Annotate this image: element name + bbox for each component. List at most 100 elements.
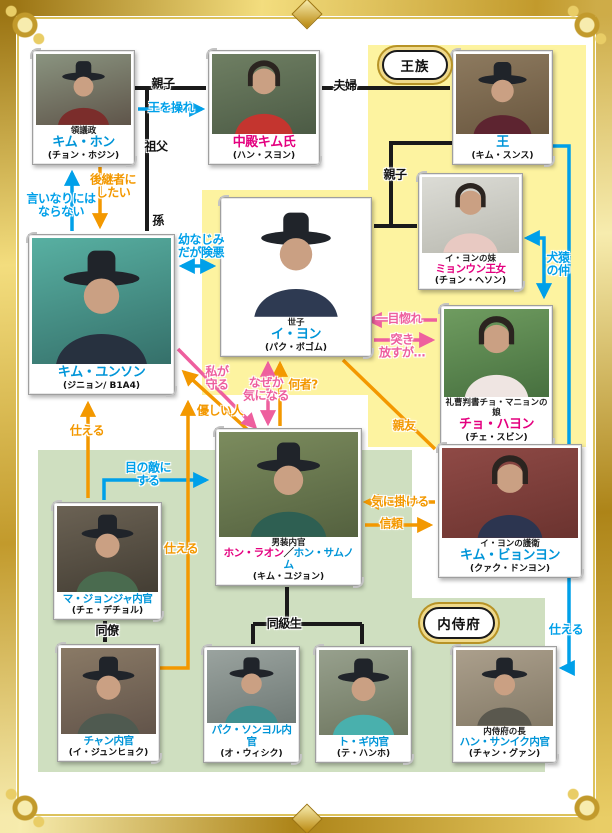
person-actor: (テ・ハンホ)	[336, 748, 391, 759]
person-silhouette-icon	[207, 650, 296, 723]
relation-label-treats-as-enemy: 目の敵に する	[124, 460, 172, 488]
relation-label-grandfather: 祖父	[144, 139, 168, 154]
person-card-han-sangik: 内侍府の長 ハン・サンイク内官 (チャン・グァン)	[450, 644, 559, 765]
relation-label-best-friend: 親友	[392, 418, 416, 433]
frame-corner-ornament	[564, 2, 610, 48]
person-name: パク・ソンヨル内官	[211, 724, 292, 749]
portrait-han-sangik	[456, 650, 553, 726]
person-silhouette-icon	[422, 177, 519, 253]
person-actor: (チェ・スビン)	[465, 432, 528, 443]
relation-label-kind-person: 優しい人	[196, 403, 244, 418]
person-card-raon: 男装内官 ホン・ラオン／ホン・サムノム (キム・ユジョン)	[213, 426, 364, 588]
relation-label-pushes-away: 突き 放すが…	[378, 332, 426, 360]
person-actor: (チェ・デチョル)	[71, 605, 144, 616]
portrait-kim-hon	[36, 54, 131, 125]
portrait-park-seongyeol	[207, 650, 296, 724]
person-name: イ・ヨン	[270, 327, 322, 343]
person-name: ト・ギ内官	[338, 736, 390, 749]
person-actor: (イ・ジュンヒョク)	[68, 747, 149, 758]
person-silhouette-icon	[212, 54, 316, 134]
person-actor: (キム・ユジョン)	[252, 571, 325, 582]
person-silhouette-icon	[219, 432, 358, 537]
relation-label-married: 夫婦	[333, 78, 357, 93]
relation-label-grandson: 孫	[152, 213, 164, 228]
portrait-raon	[219, 432, 358, 537]
person-name: ハン・サンイク内官	[459, 736, 550, 749]
relation-label-i-will-protect: 私が 守る	[205, 364, 229, 392]
portrait-kim-yunseong	[32, 238, 171, 365]
person-actor: (ジニョン/ B1A4)	[63, 380, 140, 391]
person-name: キム・ホン	[52, 135, 115, 151]
person-card-cho-hayeon: 礼曹判書チョ・マニョンの娘 チョ・ハヨン (チェ・スビン)	[438, 303, 555, 449]
person-silhouette-icon	[36, 54, 131, 125]
relation-label-successor: 後継者に したい	[89, 172, 137, 200]
person-name: マ・ジョンジャ内官	[62, 593, 153, 606]
portrait-jang	[61, 648, 156, 735]
person-silhouette-icon	[224, 201, 368, 317]
person-name: 王	[496, 135, 509, 151]
relation-label-who-are-you: 何者?	[288, 377, 318, 392]
relation-label-trust: 信頼	[379, 516, 403, 531]
person-card-king: 王 (キム・スンス)	[450, 48, 555, 167]
person-silhouette-icon	[456, 650, 553, 726]
relation-label-classmates: 同級生	[266, 616, 302, 631]
person-name: チャン内官	[83, 735, 134, 748]
person-actor: (ハン・スヨン)	[232, 150, 296, 161]
person-silhouette-icon	[456, 54, 549, 134]
frame-top-medallion	[291, 0, 323, 30]
person-actor: (キム・スンス)	[471, 150, 534, 161]
person-card-kim-hon: 領議政 キム・ホン (チョン・ホジン)	[30, 48, 137, 167]
person-card-yi-yeong: 世子 イ・ヨン (パク・ボゴム)	[218, 195, 374, 359]
relation-label-serves-left: 仕える	[69, 423, 105, 438]
person-silhouette-icon	[444, 309, 549, 397]
person-actor: (パク・ボゴム)	[264, 342, 328, 353]
portrait-jungjeon	[212, 54, 316, 135]
person-card-do-gi: ト・ギ内官 (テ・ハンホ)	[313, 644, 414, 765]
person-name: キム・ビョンヨン	[459, 548, 561, 564]
person-actor: (チョン・ホジン)	[47, 150, 120, 161]
person-name: 中殿キム氏	[232, 135, 296, 151]
person-card-myeongeun: イ・ヨンの妹 ミョンウン王女 (チョン・ヘソン)	[416, 171, 525, 292]
relation-label-love-at-first-sight: 一目惚れ	[375, 311, 423, 326]
naesibu-badge: 内侍府	[423, 607, 495, 639]
person-actor: (オ・ウィシク)	[220, 748, 283, 759]
relation-label-cat-and-dog: 犬猿 の仲	[546, 250, 570, 278]
frame-corner-ornament	[2, 785, 48, 831]
frame-corner-ornament	[564, 785, 610, 831]
frame-corner-ornament	[2, 2, 48, 48]
royal-family-badge: 王族	[382, 50, 448, 80]
frame-bottom-medallion	[291, 803, 323, 833]
person-card-park-seongyeol: パク・ソンヨル内官 (オ・ウィシク)	[201, 644, 302, 765]
relation-label-control-king: 王を操れ	[147, 100, 195, 115]
person-name: ホン・ラオン／ホン・サムノム	[223, 547, 354, 572]
person-name: チョ・ハヨン	[458, 417, 535, 433]
person-actor: (チャン・グァン)	[468, 748, 541, 759]
relation-label-cares-about: 気に掛ける	[371, 494, 429, 509]
portrait-do-gi	[319, 650, 408, 736]
person-card-byeongyeon: イ・ヨンの護衛 キム・ビョンヨン (クァク・ドンヨン)	[436, 442, 584, 580]
person-actor: (チョン・ヘソン)	[434, 275, 507, 286]
relation-label-childhood-friends: 幼なじみ だが険悪	[177, 232, 225, 260]
person-silhouette-icon	[61, 648, 156, 734]
person-silhouette-icon	[442, 448, 578, 538]
relation-label-serves-center: 仕える	[163, 541, 199, 556]
person-card-jang: チャン内官 (イ・ジュンヒョク)	[55, 642, 162, 764]
person-card-kim-yunseong: キム・ユンソン (ジニョン/ B1A4)	[26, 232, 177, 397]
portrait-byeongyeon	[442, 448, 578, 538]
person-card-jungjeon: 中殿キム氏 (ハン・スヨン)	[206, 48, 322, 167]
person-actor: (クァク・ドンヨン)	[469, 563, 551, 574]
portrait-king	[456, 54, 549, 135]
relation-label-somehow-curious: なぜか 気になる	[242, 375, 290, 403]
person-name: ミョンウン王女	[435, 263, 507, 276]
person-silhouette-icon	[32, 238, 171, 364]
person-title: 礼曹判書チョ・マニョンの娘	[445, 398, 548, 418]
portrait-yi-yeong	[224, 201, 368, 317]
portrait-ma-jongja	[57, 506, 158, 593]
relation-label-serves-right: 仕える	[548, 622, 584, 637]
person-silhouette-icon	[57, 506, 158, 592]
relation-label-parent-child: 親子	[151, 76, 175, 91]
relation-label-parent-child-royal: 親子	[383, 167, 407, 182]
portrait-myeongeun	[422, 177, 519, 253]
relation-label-colleagues: 同僚	[95, 623, 119, 638]
